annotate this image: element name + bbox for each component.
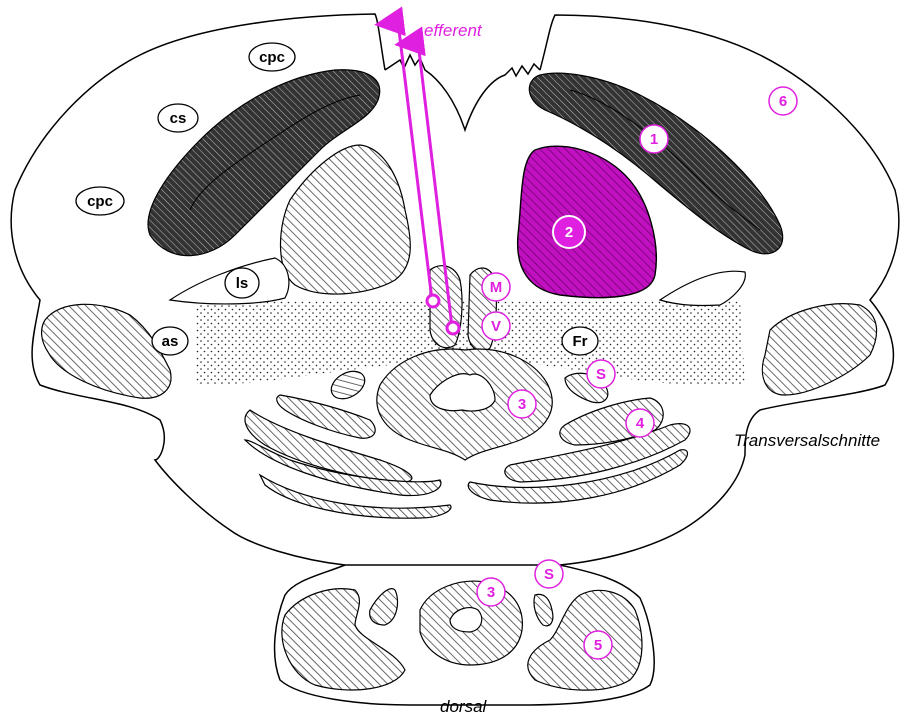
svg-text:4: 4 [636,415,645,432]
label-1: 1 [640,125,668,153]
label-v: V [482,312,510,340]
svg-text:cs: cs [170,110,187,127]
efferent-soma-2 [447,322,459,334]
label-cpc-left: cpc [76,187,124,215]
svg-text:3: 3 [518,396,526,413]
svg-text:1: 1 [650,131,658,148]
svg-text:2: 2 [565,224,573,241]
label-cs: cs [158,104,198,132]
svg-text:V: V [491,318,501,335]
caption-transversal: Transversalschnitte [734,431,880,450]
efferent-soma-1 [427,295,439,307]
label-m: M [482,273,510,301]
svg-text:3: 3 [487,584,495,601]
lower-central-nucleus-3 [420,581,522,665]
right-large-nucleus-2 [518,146,657,297]
label-5: 5 [584,631,612,659]
label-s-upper: S [587,360,615,388]
svg-text:M: M [490,279,503,296]
right-lateral-lobe [762,304,876,395]
svg-text:S: S [544,566,554,583]
label-3-upper: 3 [508,390,536,418]
label-3-lower: 3 [477,578,505,606]
svg-text:as: as [162,333,179,350]
lower-left-small [370,589,398,625]
left-lateral-lobe [42,304,171,398]
caption-dorsal: dorsal [440,697,488,716]
label-s-lower: S [535,560,563,588]
label-4: 4 [626,409,654,437]
svg-text:6: 6 [779,93,787,110]
efferent-label: efferent [424,21,483,40]
svg-text:cpc: cpc [87,193,113,210]
label-6: 6 [769,87,797,115]
label-fr: Fr [562,327,598,355]
svg-text:cpc: cpc [259,49,285,66]
midline-notch [385,55,540,130]
label-ls: ls [225,268,259,298]
svg-text:ls: ls [236,275,249,292]
svg-text:Fr: Fr [573,333,588,350]
label-2: 2 [553,216,585,248]
svg-text:5: 5 [594,637,602,654]
label-as: as [152,327,188,355]
label-cpc-top: cpc [249,43,295,71]
svg-text:S: S [596,366,606,383]
lower-right-small-s [534,594,553,625]
